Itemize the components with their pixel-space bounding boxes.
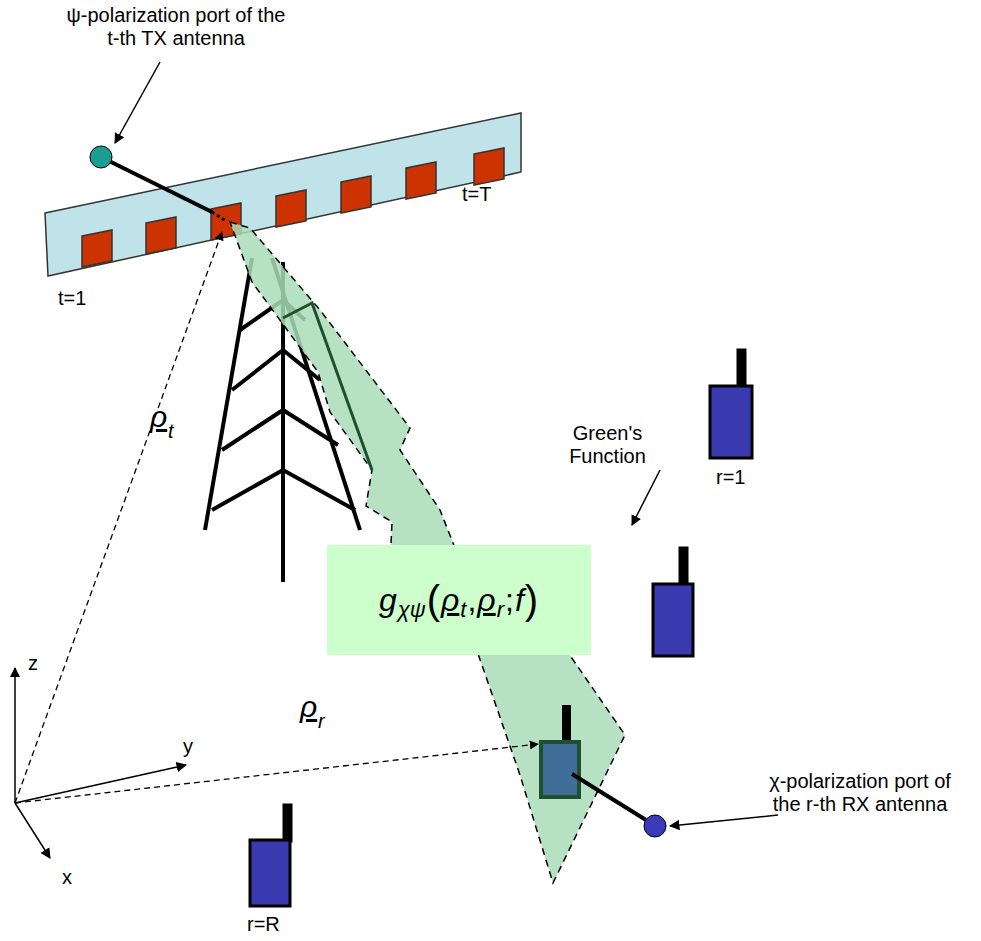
- subscript: t: [460, 597, 466, 623]
- element-index: t=T: [462, 183, 522, 206]
- axis-label: y: [183, 735, 203, 758]
- target-terminal: [541, 706, 666, 837]
- mobile-terminal: [250, 350, 752, 906]
- formula-part: g: [379, 582, 397, 619]
- terminal-index: r=R: [247, 913, 307, 936]
- tx-port: [90, 146, 226, 221]
- antenna-panel: [45, 113, 521, 276]
- element-index: t=1: [58, 287, 108, 310]
- axis-label: x: [62, 866, 82, 889]
- callout-text: χ-polarization port of the r-th RX anten…: [765, 770, 955, 816]
- formula-part: f: [515, 582, 524, 619]
- formula-part: ρ: [441, 582, 459, 619]
- terminal-index: r=1: [716, 466, 766, 489]
- position-vector: [15, 232, 538, 803]
- formula-part: ): [525, 578, 538, 623]
- formula-box: gχψ(ρt,ρr;f): [327, 545, 591, 655]
- callout-text: Green's Function: [545, 422, 670, 468]
- vector-subscript: t: [168, 420, 188, 443]
- leader-line: [115, 62, 778, 826]
- formula-part: ,: [467, 582, 476, 619]
- formula-part: ;: [505, 582, 514, 619]
- antenna-elements: [82, 148, 504, 267]
- subscript: r: [497, 597, 504, 623]
- callout-text: ψ-polarization port of the t-th TX anten…: [60, 4, 292, 50]
- subscript: χψ: [398, 597, 426, 623]
- formula-part: (: [427, 578, 440, 623]
- axis-label: z: [28, 652, 48, 675]
- vector-subscript: r: [318, 710, 338, 733]
- coordinate-axes: [15, 668, 186, 858]
- beam-edge-line: [283, 303, 372, 470]
- formula-part: ρ: [477, 582, 495, 619]
- propagation-beam: [230, 222, 625, 883]
